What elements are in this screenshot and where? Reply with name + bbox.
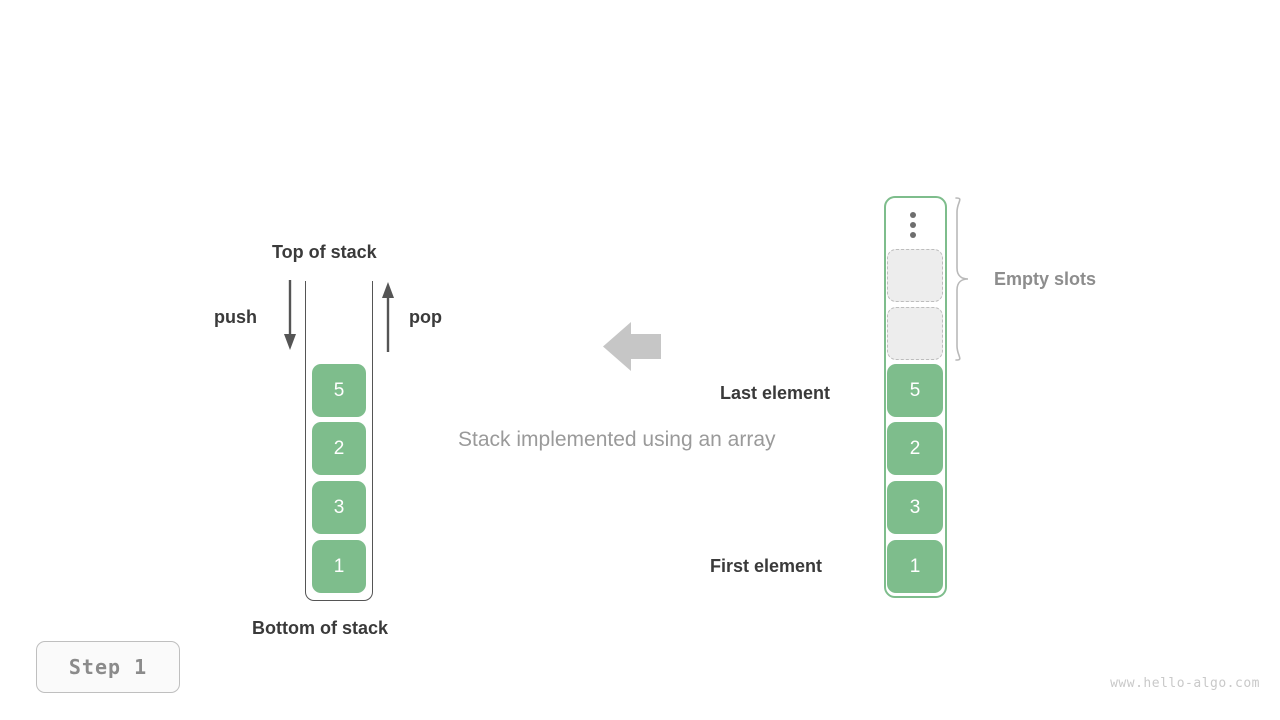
stack-container [305, 281, 373, 601]
stack-block: 5 [312, 364, 366, 417]
watermark: www.hello-algo.com [1110, 676, 1260, 691]
step-badge: Step 1 [36, 641, 180, 693]
stack-block: 1 [312, 540, 366, 593]
first-element-label: First element [710, 556, 823, 576]
push-arrow-icon [284, 280, 296, 350]
array-block: 2 [887, 422, 943, 475]
last-element-label: Last element [720, 383, 831, 403]
step-badge-label: Step 1 [68, 655, 148, 679]
bottom-of-stack-label: Bottom of stack [252, 618, 389, 638]
array-block: 3 [887, 481, 943, 534]
diagram-caption: Stack implemented using an array [458, 428, 776, 451]
top-of-stack-label: Top of stack [272, 242, 377, 262]
stack-block: 3 [312, 481, 366, 534]
empty-slots-brace-icon [955, 197, 969, 361]
empty-slot [887, 249, 943, 302]
stack-block: 2 [312, 422, 366, 475]
pop-arrow-icon [382, 282, 394, 352]
implements-arrow-icon [603, 322, 661, 371]
empty-slot [887, 307, 943, 360]
vertical-ellipsis-icon [910, 212, 918, 240]
push-label: push [214, 307, 257, 327]
array-block: 5 [887, 364, 943, 417]
array-block: 1 [887, 540, 943, 593]
pop-label: pop [409, 307, 442, 327]
empty-slots-label: Empty slots [994, 269, 1097, 289]
